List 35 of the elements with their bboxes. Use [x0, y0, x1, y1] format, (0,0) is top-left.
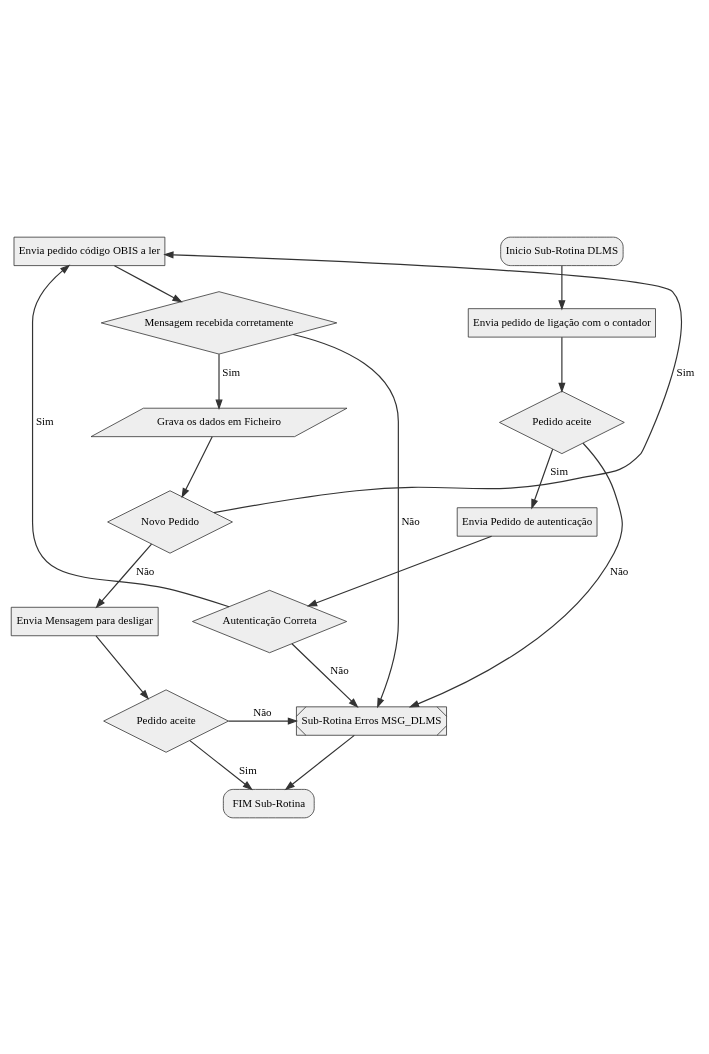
edge-label: Sim [35, 414, 54, 427]
arrow [31, 264, 230, 607]
edge-label: Sim [676, 365, 695, 378]
arrow [95, 634, 150, 700]
edge-label: Não [609, 564, 629, 577]
arrow [227, 716, 299, 725]
arrow [306, 535, 493, 607]
arrow [189, 739, 253, 790]
edge-label: Não [401, 514, 420, 527]
arrow [291, 642, 359, 708]
edge-label: Sim [550, 464, 569, 477]
arrow [558, 264, 566, 310]
arrow [215, 353, 223, 410]
node-box: FIM Sub-Rotina [222, 788, 315, 818]
node-box: Envia Mensagem para desligar [10, 606, 159, 636]
arrow [408, 442, 623, 707]
edge-label: Não [253, 705, 272, 718]
arrow [113, 264, 183, 302]
arrow [163, 250, 682, 513]
arrow [284, 734, 355, 790]
arrow [292, 333, 399, 708]
edge-label: Não [135, 564, 155, 577]
node-diamond: Pedido aceite [499, 390, 625, 454]
node-box: Inicio Sub-Rotina DLMS [500, 236, 624, 266]
arrow [558, 336, 566, 393]
arrow [95, 542, 153, 608]
arrow [181, 435, 213, 498]
edge-label: Sim [238, 763, 257, 776]
node-box: Envia pedido de ligação com o contador [467, 307, 656, 337]
arrow [531, 448, 554, 509]
node-box: Envia pedido código OBIS a ler [13, 236, 166, 266]
edge-label: Sim [222, 365, 241, 378]
node-box: Envia Pedido de autenticação [456, 506, 598, 537]
node-diamond: Autenticação Correta [192, 589, 348, 653]
edge-label: Não [330, 663, 349, 676]
